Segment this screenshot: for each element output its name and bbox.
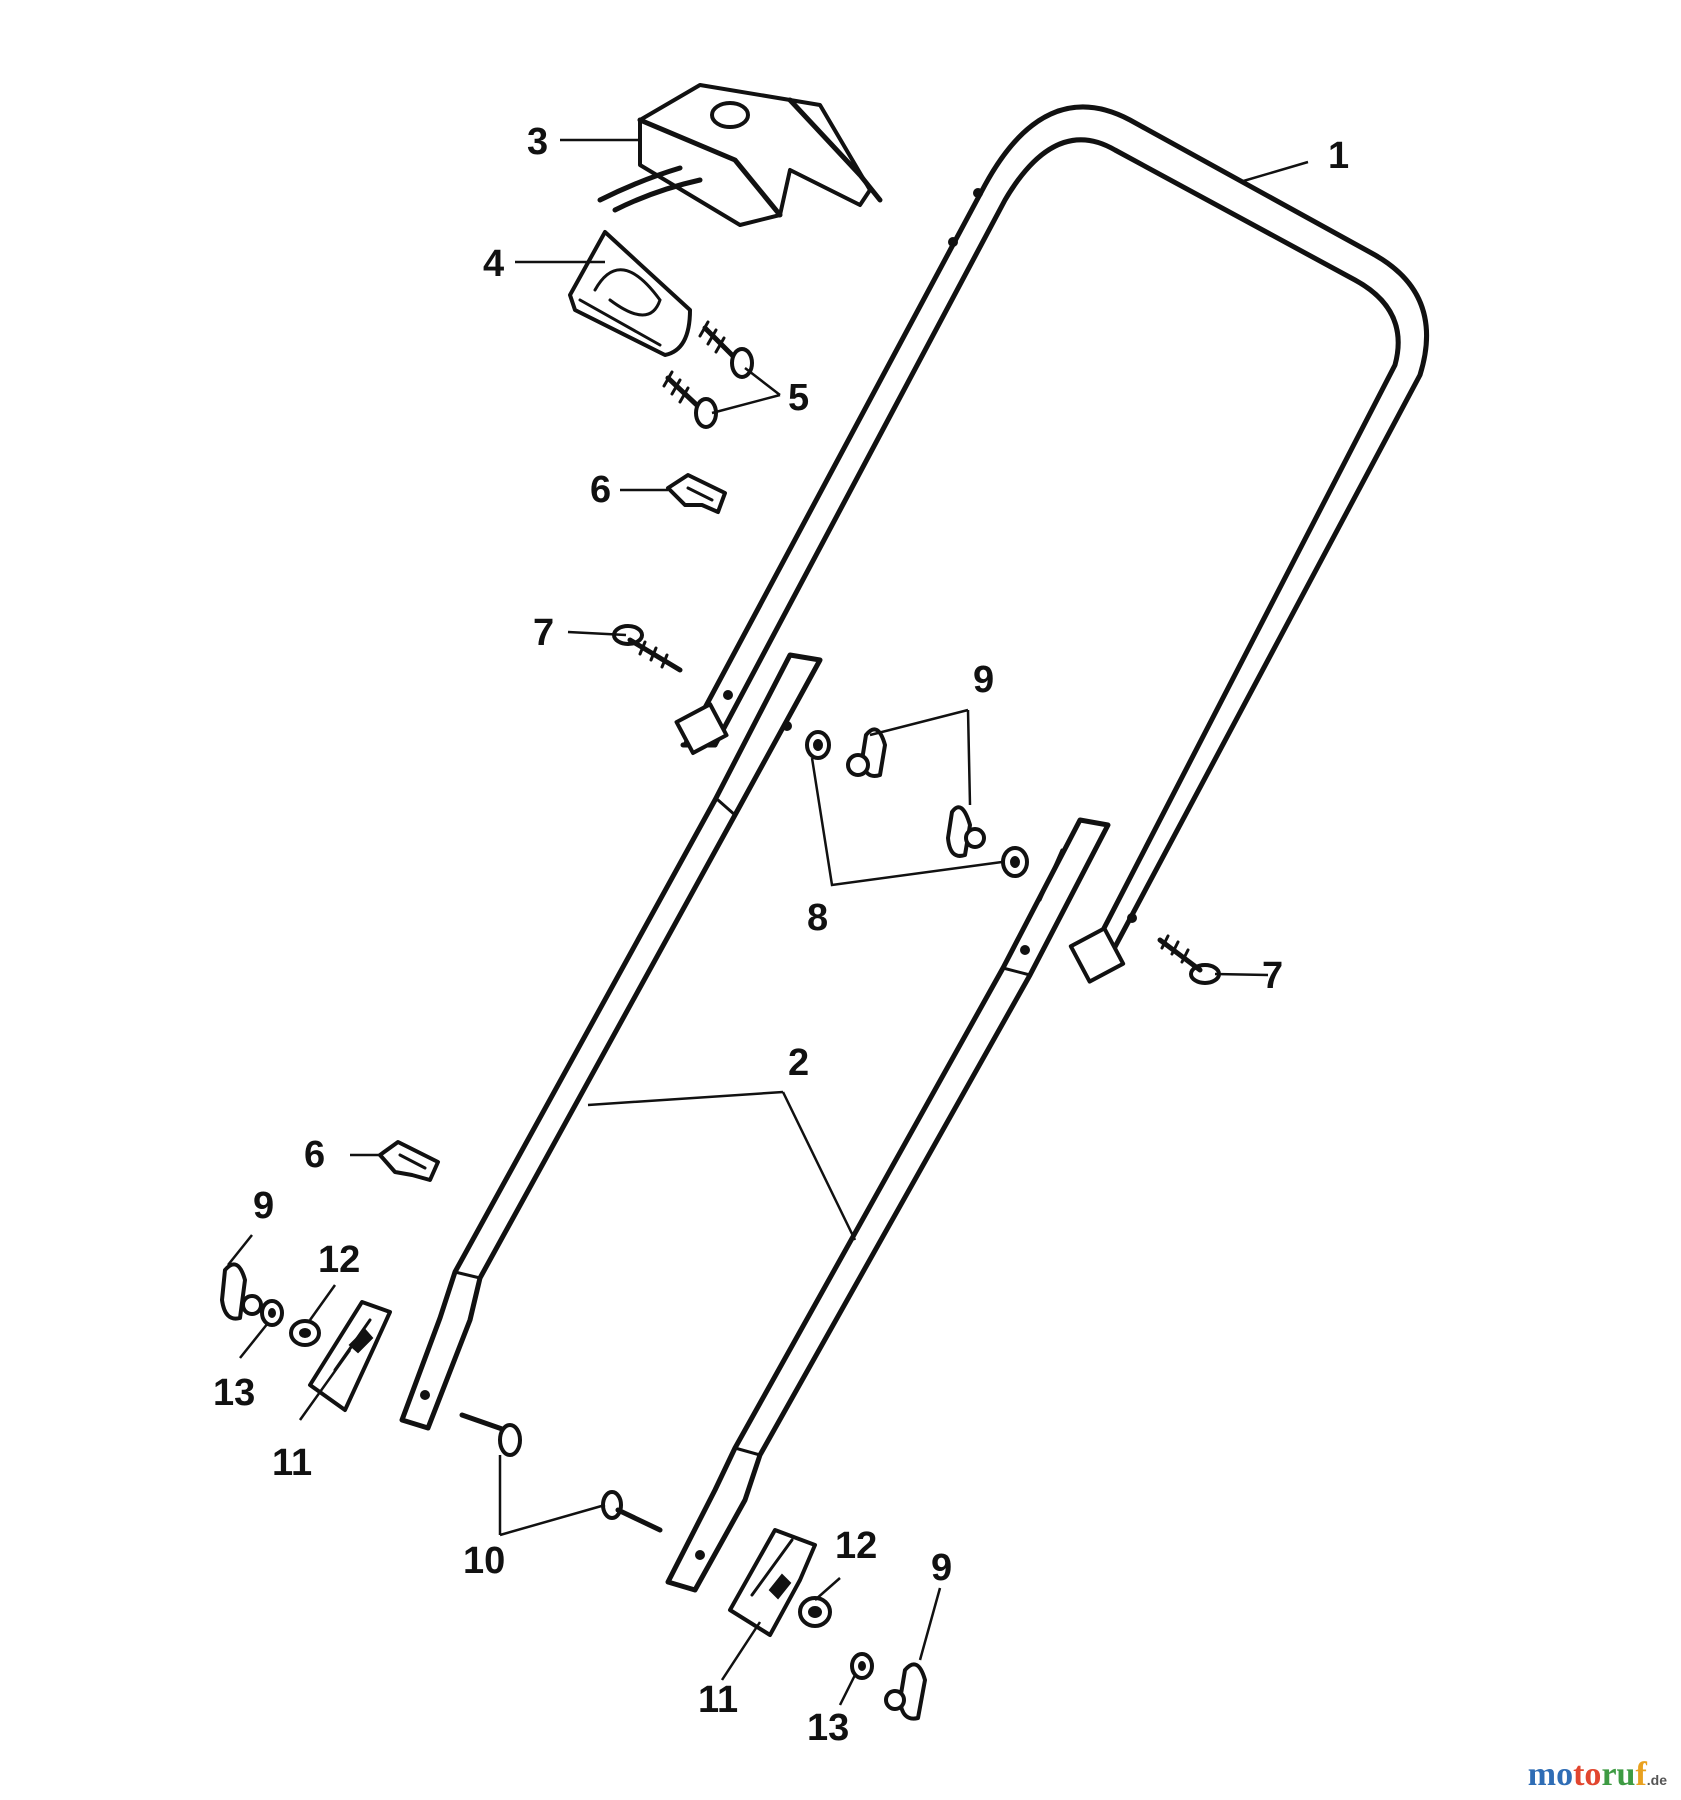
washer-part-13-right [850,1652,874,1680]
callout-2: 2 [788,1042,809,1084]
upper-handle-part-1 [674,104,1429,984]
bolt-part-10-a [459,1412,522,1457]
callout-3: 3 [527,121,548,163]
wing-nut-part-9-c [220,1262,263,1321]
lower-handle-right-part-2 [665,817,1111,1593]
callout-9-lower-left: 9 [253,1185,274,1227]
wing-nut-part-9-d [884,1662,927,1721]
callout-12-right: 12 [835,1525,877,1567]
leader-lines [227,138,1309,1706]
switch-housing-part-3 [597,83,883,227]
callout-9-lower-right: 9 [931,1547,952,1589]
callout-9-upper: 9 [973,659,994,701]
callout-13-right: 13 [807,1707,849,1749]
watermark-part-4: f [1635,1756,1647,1793]
callout-11-left: 11 [272,1442,312,1484]
washer-part-12-right [798,1596,832,1628]
callout-7-left: 7 [533,612,554,654]
cable-clip-part-4 [568,230,692,357]
callout-5: 5 [788,377,809,419]
watermark-part-1: mo [1527,1756,1574,1793]
bolt-part-10-b [601,1490,663,1533]
washers-part-8 [805,730,1029,878]
bracket-part-11-right [728,1528,817,1637]
washer-part-12-left [289,1319,321,1347]
bolt-part-7-left [612,624,683,673]
wing-nut-part-9-b [946,805,986,858]
callout-10: 10 [463,1540,505,1582]
callout-7-right: 7 [1262,955,1283,997]
callout-13-left: 13 [213,1372,255,1414]
watermark-logo: motoruf.de [1528,1756,1667,1794]
callout-4: 4 [483,243,504,285]
cable-clip-part-6-upper [666,473,727,514]
bolt-part-7-right [1157,934,1221,985]
lower-handle-left-part-2 [399,652,823,1431]
callout-6-upper: 6 [590,469,611,511]
watermark-part-2: to [1573,1756,1602,1793]
callout-6-lower: 6 [304,1134,325,1176]
washer-part-13-left [260,1299,284,1327]
callout-11-right: 11 [698,1679,738,1721]
callout-8: 8 [807,897,828,939]
wing-nut-part-9-a [846,727,887,778]
watermark-part-3: ru [1601,1756,1636,1793]
bracket-part-11-left [308,1300,392,1412]
watermark-tld: .de [1646,1772,1667,1788]
callout-1: 1 [1328,135,1349,177]
cable-clip-part-6-lower [378,1140,440,1182]
callout-12-left: 12 [318,1239,360,1281]
